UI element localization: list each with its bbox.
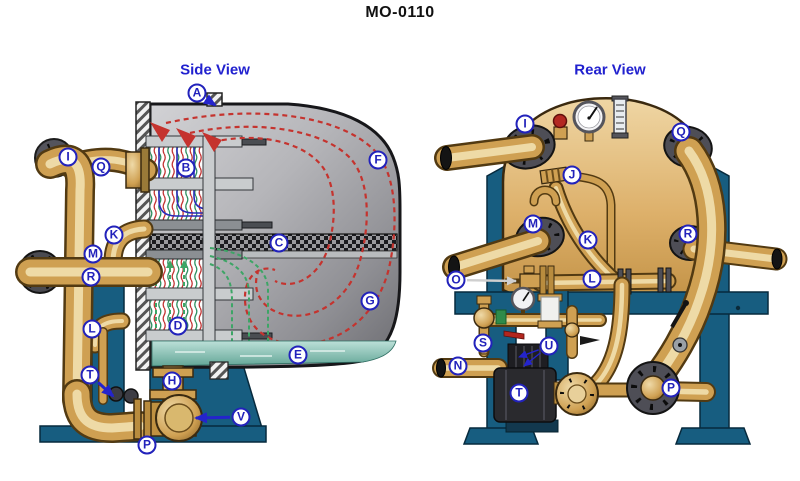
rear-sample-valve-o — [505, 265, 555, 295]
side-water-layer — [151, 340, 397, 367]
rear-view-drawing — [437, 95, 783, 445]
rear-frame-valve — [670, 300, 689, 353]
rear-green-tag — [495, 309, 507, 325]
rear-view-label: Rear View — [574, 61, 646, 79]
side-pump-elbow — [133, 394, 203, 442]
rear-outlet-flange-p — [626, 361, 706, 415]
side-plate-pack-upper — [145, 135, 273, 231]
rear-red-lever — [503, 330, 525, 340]
rear-filter-bowl — [537, 293, 563, 329]
page-title: MO-0110 — [365, 4, 435, 21]
rear-pressure-gauge — [572, 100, 606, 142]
rear-black-knob — [580, 336, 600, 345]
rear-sight-glass — [611, 95, 629, 139]
rear-relief-valve — [552, 113, 568, 140]
side-view-drawing — [19, 92, 402, 442]
rear-piping — [441, 147, 783, 281]
side-drain-hatch — [209, 361, 229, 380]
side-oil-flow-arrows — [150, 112, 396, 346]
rear-hose-fitting-j — [539, 166, 569, 185]
side-vent-fitting — [206, 92, 223, 107]
rear-bottom-pipe-l — [540, 267, 671, 388]
side-view-label: Side View — [180, 61, 250, 79]
